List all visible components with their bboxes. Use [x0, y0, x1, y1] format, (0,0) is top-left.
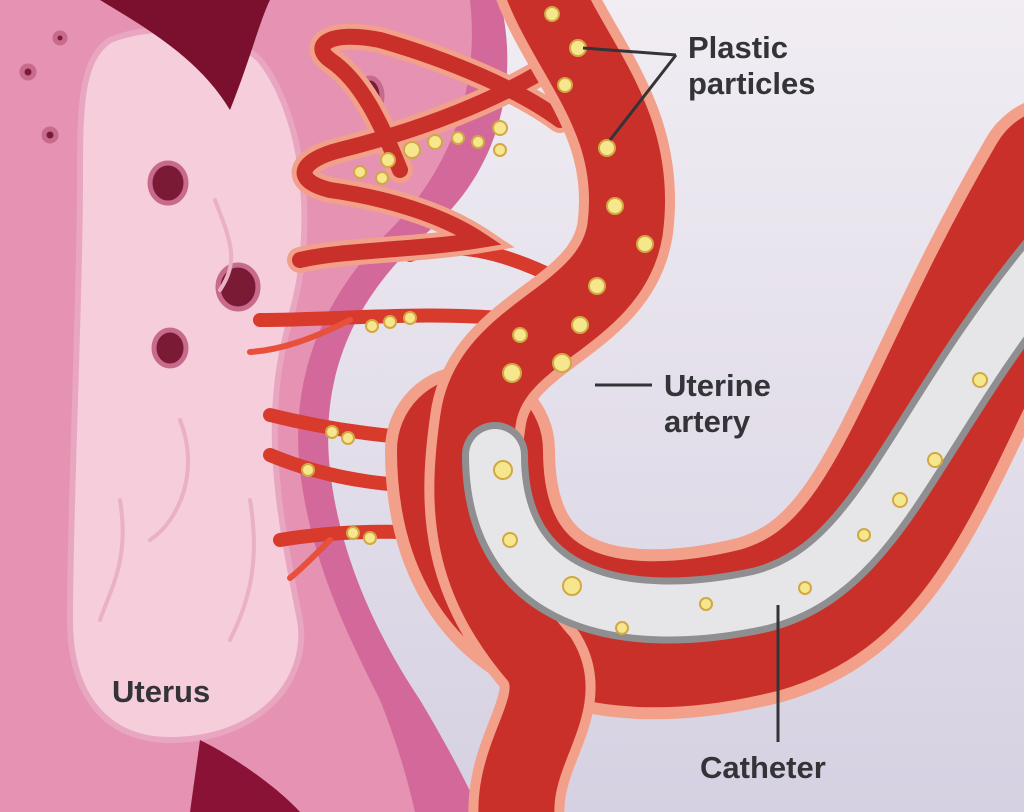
- catheter: [462, 239, 1024, 644]
- uterine-artery: [424, 0, 675, 812]
- small-artery-branches: [247, 23, 573, 581]
- uterine-artery-label: Uterine artery: [664, 368, 771, 440]
- label-line: artery: [664, 404, 751, 439]
- label-line: particles: [688, 66, 816, 101]
- catheter-label: Catheter: [700, 750, 826, 785]
- plastic-particles: [301, 6, 988, 635]
- uterus-label: Uterus: [112, 674, 211, 709]
- plastic-particles-label: Plastic particles: [688, 30, 816, 102]
- label-line: Plastic: [688, 30, 788, 65]
- label-line: Uterine: [664, 368, 771, 403]
- plastic-particles-leader-line: [582, 46, 678, 141]
